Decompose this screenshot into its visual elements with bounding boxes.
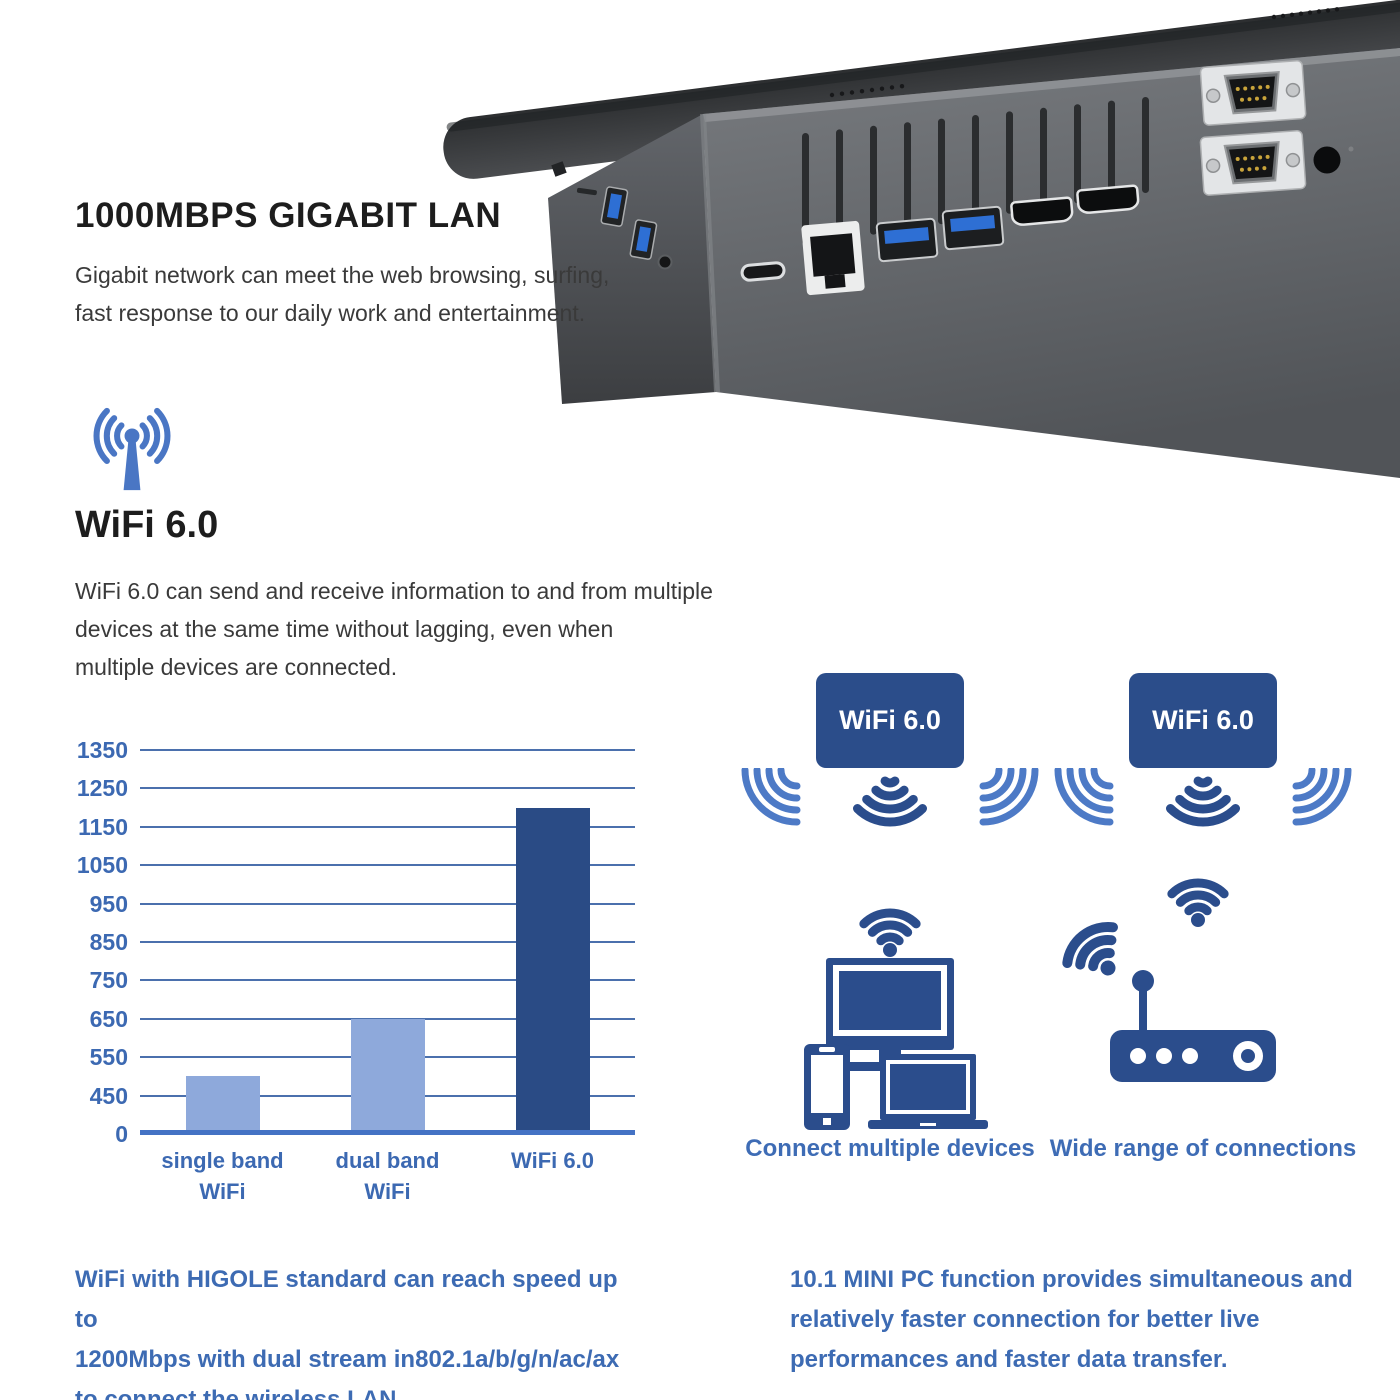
side-usb-port: [600, 186, 629, 227]
wifi-side-wave-icon: [1054, 768, 1114, 826]
gigabit-line-1: Gigabit network can meet the web browsin…: [75, 262, 610, 288]
y-axis-tick-label: 950: [89, 890, 128, 917]
hdmi-port: [1076, 184, 1140, 214]
kensington-lock-slot: [551, 161, 567, 177]
y-axis-tick-label: 1150: [78, 813, 128, 840]
ethernet-port: [801, 220, 865, 296]
dock-left-face: [548, 114, 716, 404]
wifi-description: WiFi 6.0 can send and receive informatio…: [75, 572, 713, 686]
router-icon: [1110, 970, 1276, 1082]
smartphone-icon: [804, 1044, 850, 1130]
gigabit-description: Gigabit network can meet the web browsin…: [75, 256, 609, 332]
wifi-speed-chart-plot: [140, 749, 635, 1135]
audio-jack: [657, 254, 673, 270]
y-axis-tick-label: 750: [89, 967, 128, 994]
wifi-speed-chart: 0 450 550 650 750 850 950 1050 1150 1250 1350 sing…: [60, 735, 650, 1225]
serial-port: [1199, 60, 1307, 126]
gridline: [140, 787, 635, 790]
footnote-mini-pc: 10.1 MINI PC function provides simultane…: [790, 1266, 1353, 1373]
chart-bar: [350, 1018, 425, 1134]
y-axis-tick-label: 1250: [76, 775, 128, 802]
gridline: [140, 941, 635, 943]
wifi-line-3: multiple devices are connected.: [75, 654, 398, 680]
usb-c-port: [740, 261, 786, 282]
power-button: [1313, 146, 1341, 174]
wifi-line-2: devices at the same time without lagging…: [75, 616, 614, 642]
usb-a-port: [941, 205, 1005, 251]
wifi-signal-icon: [1062, 922, 1118, 976]
vent-grille: [802, 97, 1149, 245]
product-photo: [443, 0, 1400, 478]
feature-caption: Wide range of connections: [1049, 1135, 1357, 1162]
y-axis-tick-label: 1050: [76, 852, 128, 879]
gridline: [140, 902, 635, 905]
gridline: [140, 864, 635, 867]
x-axis-category-label: WiFi 6.0: [511, 1148, 594, 1173]
wifi-signal-icon: [1167, 878, 1229, 927]
y-axis-tick-label: 1350: [76, 737, 128, 763]
dock-corner-edge: [700, 114, 720, 392]
wifi-title: WiFi 6.0: [75, 504, 219, 546]
wifi-antenna-icon: [93, 407, 171, 491]
y-axis-tick-label: 450: [89, 1082, 128, 1109]
led-indicator: [1348, 146, 1354, 152]
y-axis-tick-label: 0: [115, 1121, 128, 1147]
wifi-down-waves-icon: [1165, 776, 1241, 827]
serial-port: [1199, 130, 1307, 196]
chart-y-axis-labels: 0 450 550 650 750 850 950 1050 1150 1250 1350: [60, 737, 128, 1147]
gigabit-line-2: fast response to our daily work and ente…: [75, 300, 586, 326]
gridline: [140, 979, 635, 982]
feature-wide-range: WiFi 6.0 Wide range of connections: [1048, 673, 1358, 1163]
gridline: [140, 1017, 635, 1020]
wifi-down-waves-icon: [852, 776, 928, 827]
gridline: [140, 825, 635, 828]
y-axis-tick-label: 650: [89, 1005, 128, 1032]
usb-a-port: [875, 217, 939, 263]
monitor-phone-laptop-illustration: [741, 768, 1039, 1130]
chart-bar: [515, 807, 590, 1134]
y-axis-tick-label: 850: [89, 929, 128, 955]
tablet-speaker-dots: [829, 7, 1340, 98]
y-axis-tick-label: 550: [89, 1044, 128, 1071]
gigabit-title: 1000MBPS GIGABIT LAN: [75, 196, 502, 235]
footnote-wifi-standard: WiFi with HIGOLE standard can reach spee…: [75, 1266, 620, 1400]
x-axis-line: [140, 1130, 635, 1135]
wifi-signal-icon: [859, 908, 921, 957]
gridline: [140, 749, 635, 751]
wifi-side-wave-icon: [979, 768, 1039, 826]
wifi-side-wave-icon: [1292, 768, 1352, 826]
feature-connect-multiple-devices: WiFi 6.0: [735, 673, 1045, 1163]
feature-caption: Connect multiple devices: [745, 1135, 1035, 1162]
hdmi-port: [1010, 196, 1074, 226]
chart-bar: [185, 1076, 260, 1134]
microsd-slot: [576, 187, 597, 196]
wifi6-badge: WiFi 6.0: [816, 673, 964, 768]
wifi-router-illustration: [1054, 768, 1352, 1082]
wifi-side-wave-icon: [741, 768, 801, 826]
side-usb-port: [629, 219, 658, 260]
laptop-icon: [868, 1054, 988, 1129]
wifi6-badge: WiFi 6.0: [1129, 673, 1277, 768]
wifi-line-1: WiFi 6.0 can send and receive informatio…: [75, 578, 713, 604]
